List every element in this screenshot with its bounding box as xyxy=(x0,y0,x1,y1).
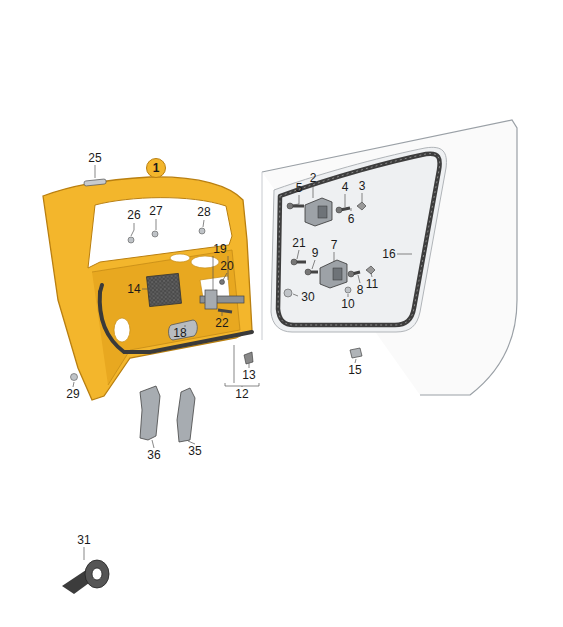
callout-number: 28 xyxy=(197,206,210,218)
callout-number: 21 xyxy=(292,237,305,249)
tape-roll xyxy=(62,560,109,594)
callout-number: 9 xyxy=(312,247,319,259)
body-panel xyxy=(262,120,517,395)
sound-insulation xyxy=(147,273,182,306)
callout-number: 15 xyxy=(348,364,361,376)
callout-number: 5 xyxy=(296,182,303,194)
callout-number: 14 xyxy=(127,283,140,295)
callout-number: 18 xyxy=(173,327,186,339)
callout-number: 20 xyxy=(220,260,233,272)
callout-number: 10 xyxy=(341,298,354,310)
callout-number: 13 xyxy=(242,369,255,381)
callout-number: 30 xyxy=(301,291,314,303)
callout-number: 12 xyxy=(235,388,248,400)
callout-number: 7 xyxy=(331,239,338,251)
callout-number: 16 xyxy=(382,248,395,260)
door-seal xyxy=(278,154,440,325)
door-shell xyxy=(43,177,252,400)
callout-number: 3 xyxy=(359,180,366,192)
door-check xyxy=(200,280,244,313)
callout-number: 1 xyxy=(153,162,160,174)
callout-circle: 1 xyxy=(146,158,166,178)
callout-number: 19 xyxy=(213,243,226,255)
callout-number: 2 xyxy=(310,172,317,184)
seal-strip xyxy=(100,292,252,352)
callout-number: 36 xyxy=(147,449,160,461)
callout-number: 35 xyxy=(188,445,201,457)
callout-number: 27 xyxy=(149,205,162,217)
callout-number: 4 xyxy=(342,181,349,193)
callout-number: 11 xyxy=(366,278,378,290)
leader-lines xyxy=(73,165,412,560)
callout-number: 22 xyxy=(215,317,228,329)
callout-number: 6 xyxy=(348,213,355,225)
cover-cap xyxy=(169,320,198,340)
callout-number: 8 xyxy=(357,284,364,296)
callout-number: 25 xyxy=(88,152,101,164)
callout-number: 26 xyxy=(127,209,140,221)
callout-number: 29 xyxy=(66,388,79,400)
callout-number: 31 xyxy=(77,534,90,546)
